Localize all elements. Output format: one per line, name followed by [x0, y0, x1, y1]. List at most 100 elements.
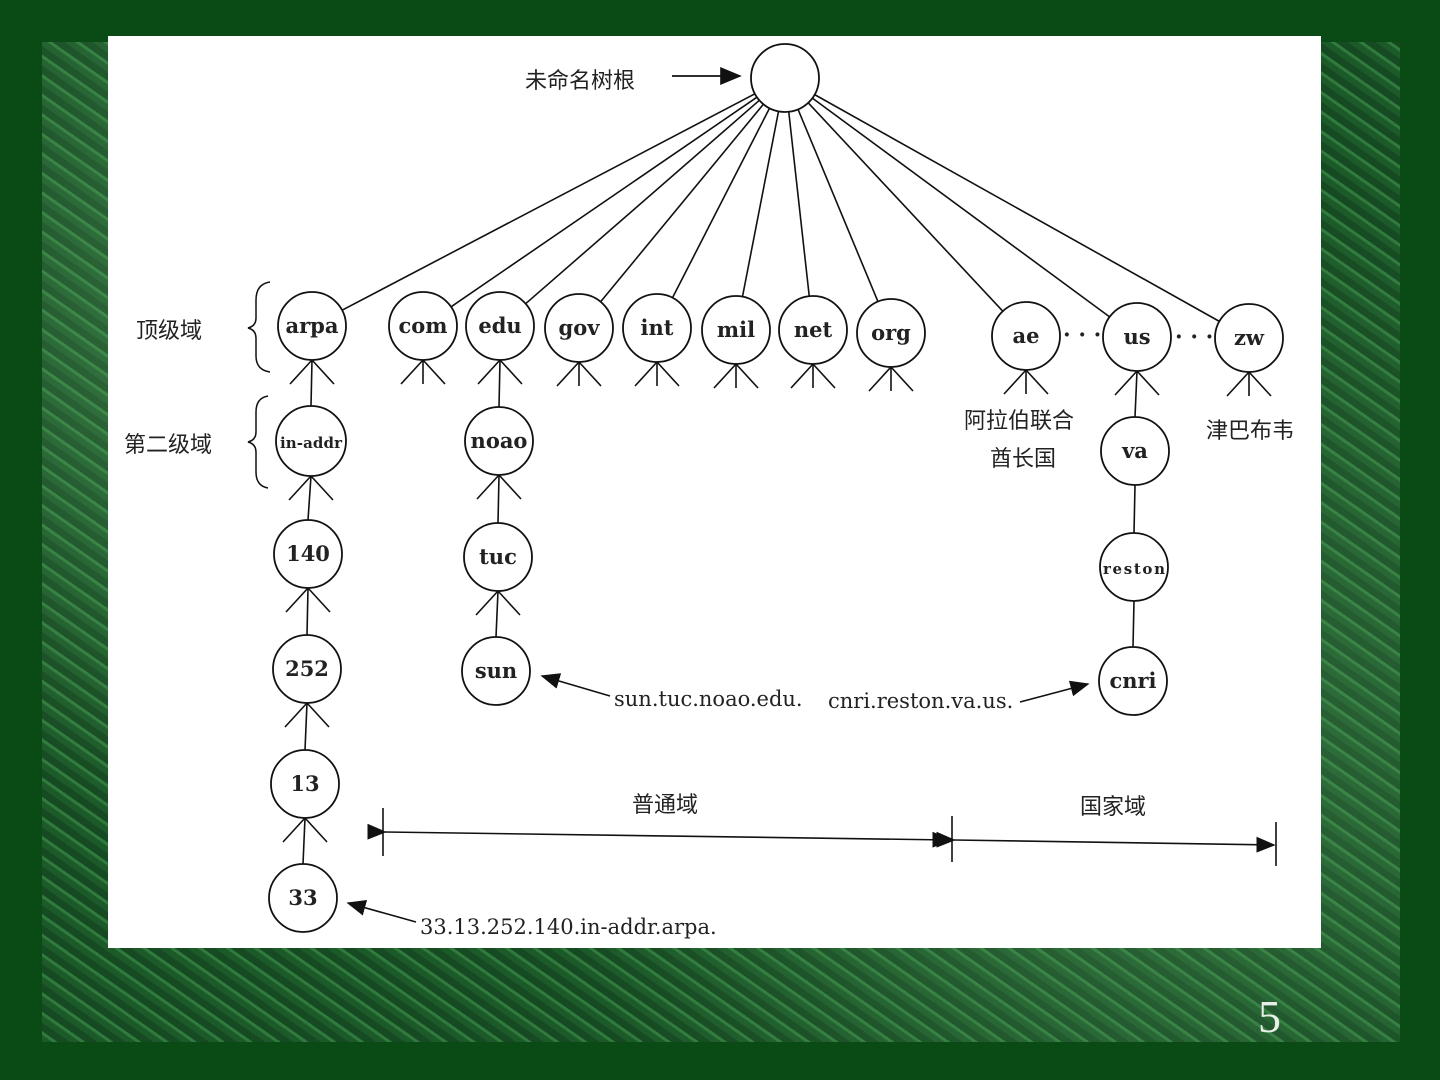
page-number: 5	[1258, 991, 1281, 1042]
edge-root-mil	[741, 111, 780, 297]
node-label: 13	[290, 771, 319, 796]
node-circle	[750, 43, 820, 113]
edge-root-zw	[814, 93, 1220, 323]
node-va: va	[1100, 416, 1170, 486]
node-tuc: tuc	[463, 522, 533, 592]
node-int: int	[622, 293, 692, 363]
fan-zw	[1226, 371, 1250, 397]
country-ae-line2: 酋长国	[990, 447, 1056, 472]
node-circle	[268, 863, 338, 933]
node-circle	[277, 291, 347, 361]
node-circle	[270, 749, 340, 819]
fan-ae	[1025, 369, 1049, 395]
node-net: net	[778, 295, 848, 365]
edge-us-va	[1134, 370, 1138, 418]
fan-n252	[284, 702, 308, 728]
node-label: com	[398, 313, 447, 338]
example-sun: sun.tuc.noao.edu.	[614, 687, 803, 711]
edge-arpa-inaddr	[310, 359, 313, 407]
fan-n13	[282, 817, 306, 843]
fan-n252	[306, 702, 330, 728]
node-circle	[1214, 303, 1284, 373]
ellipsis-2: · · ·	[1175, 324, 1213, 350]
node-label: edu	[478, 313, 521, 338]
node-circle	[1099, 532, 1169, 602]
edge-tuc-sun	[495, 590, 499, 638]
node-circle	[1100, 416, 1170, 486]
root-label: 未命名树根	[525, 69, 635, 94]
fan-noao	[476, 474, 500, 500]
example-cnri: cnri.reston.va.us.	[828, 689, 1013, 713]
fan-n140	[285, 587, 309, 613]
node-n252: 252	[272, 634, 342, 704]
edge-root-edu	[525, 99, 760, 305]
fan-com	[400, 359, 424, 385]
node-org: org	[856, 298, 926, 368]
fan-int	[634, 361, 658, 387]
node-gov: gov	[544, 293, 614, 363]
cnri-arrow	[1019, 680, 1090, 703]
node-circle	[273, 519, 343, 589]
edge-va-reston	[1133, 484, 1136, 534]
fan-mil	[713, 363, 737, 389]
node-circle	[275, 405, 347, 477]
edge-root-org	[797, 109, 879, 302]
node-mil: mil	[701, 295, 771, 365]
edge-edu-noao	[498, 359, 501, 408]
country-zw: 津巴布韦	[1206, 419, 1294, 444]
edge-n252-n13	[304, 702, 308, 751]
edge-root-arpa	[341, 93, 756, 311]
node-n33: 33	[268, 863, 338, 933]
fan-inaddr	[310, 475, 334, 501]
fan-net	[790, 363, 814, 389]
fan-tuc	[497, 590, 521, 616]
edge-inaddr-n140	[307, 475, 312, 521]
country-ae-line1: 阿拉伯联合	[964, 409, 1074, 434]
node-label: arpa	[286, 313, 339, 338]
edge-root-us	[811, 97, 1111, 318]
node-circle	[464, 406, 534, 476]
edge-root-com	[450, 96, 758, 308]
fan-zw	[1248, 371, 1272, 397]
fan-com	[422, 359, 446, 385]
fan-arpa	[311, 359, 335, 385]
fan-edu	[477, 359, 501, 385]
node-label: reston	[1103, 560, 1165, 578]
brace-second	[247, 395, 269, 489]
node-circle	[272, 634, 342, 704]
fan-noao	[498, 474, 522, 500]
edge-root-net	[787, 111, 811, 297]
node-circle	[1102, 302, 1172, 372]
sun-arrow	[540, 673, 611, 697]
node-circle	[465, 291, 535, 361]
fan-n140	[307, 587, 331, 613]
node-label: mil	[717, 317, 755, 342]
range-country-arrow	[936, 831, 1276, 853]
level-label-second: 第二级域	[124, 433, 212, 458]
example-arpa: 33.13.252.140.in-addr.arpa.	[420, 915, 717, 939]
node-root	[750, 43, 820, 113]
node-label: gov	[559, 315, 601, 340]
node-label: tuc	[479, 544, 517, 569]
fan-n13	[304, 817, 328, 843]
node-label: noao	[471, 428, 528, 453]
fan-arpa	[289, 359, 313, 385]
node-circle	[701, 295, 771, 365]
edge-n140-n252	[306, 587, 309, 636]
node-label: net	[794, 317, 833, 342]
node-label: us	[1123, 324, 1150, 349]
node-label: va	[1121, 438, 1148, 463]
arpa-arrow	[346, 900, 417, 923]
node-label: in-addr	[280, 434, 343, 452]
fan-int	[656, 361, 680, 387]
node-circle	[461, 636, 531, 706]
fan-us	[1136, 370, 1160, 396]
edge-n13-n33	[302, 817, 306, 865]
node-circle	[778, 295, 848, 365]
node-noao: noao	[464, 406, 534, 476]
node-label: cnri	[1109, 668, 1156, 693]
node-sun: sun	[461, 636, 531, 706]
node-n13: 13	[270, 749, 340, 819]
node-circle	[856, 298, 926, 368]
